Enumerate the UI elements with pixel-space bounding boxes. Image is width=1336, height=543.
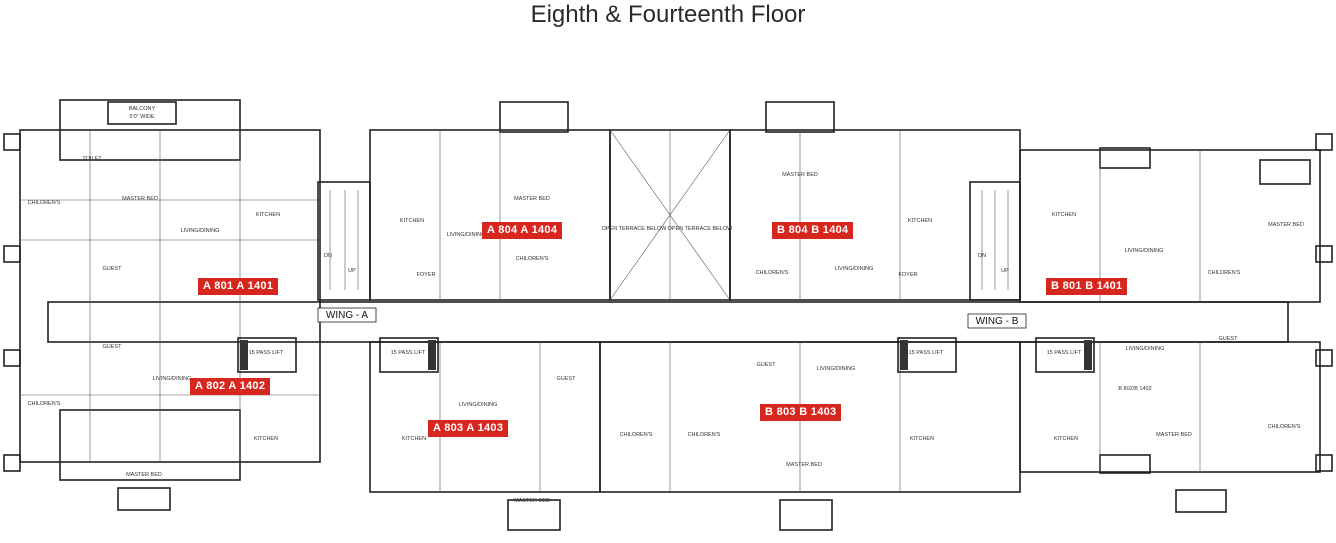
room-master-bed-a804: MASTER BED <box>514 196 550 202</box>
room-kitchen-b803: KITCHEN <box>910 436 934 442</box>
room-lift-3: 15 PASS LIFT <box>909 350 944 356</box>
wing-a-west-block <box>19 129 321 463</box>
stair-up-a: UP <box>348 268 356 274</box>
balcony-b804 <box>765 101 835 133</box>
room-lift-4: 15 PASS LIFT <box>1047 350 1082 356</box>
room-foyer-b804: FOYER <box>899 272 918 278</box>
room-living-b802: LIVING/DINING <box>1126 346 1165 352</box>
room-master-bed-b802: MASTER BED <box>1156 432 1192 438</box>
wing-a-north-central <box>369 129 611 301</box>
room-living-a804: LIVING/DINING <box>447 232 486 238</box>
wing-a-label: WING - A <box>326 310 369 321</box>
room-guest-a801: GUEST <box>103 266 123 272</box>
room-master-bed-a801: MASTER BED <box>122 196 158 202</box>
room-master-bed-b804: MASTER BED <box>782 172 818 178</box>
unit-tag-b804: B 804 B 1404 <box>772 222 854 239</box>
stair-dn-a: DN <box>324 253 332 259</box>
side-unit-label: B 802/B 1402 <box>1118 386 1151 392</box>
unit-tag-a803: A 803 A 1403 <box>428 420 509 437</box>
room-children-b803: CHILDREN'S <box>688 432 721 438</box>
room-kitchen-b801: KITCHEN <box>1052 212 1076 218</box>
room-kitchen-b804: KITCHEN <box>908 218 932 224</box>
room-guest-b803: GUEST <box>757 362 777 368</box>
room-children-b802: CHILDREN'S <box>1268 424 1301 430</box>
room-balcony-width: 5'0" WIDE <box>129 114 154 120</box>
lift-3 <box>897 337 957 373</box>
balcony-a801 <box>107 101 177 125</box>
stair-dn-b: DN <box>978 253 986 259</box>
room-children-a802: CHILDREN'S <box>28 401 61 407</box>
room-master-bed-b801: MASTER BED <box>1268 222 1304 228</box>
wing-b-label: WING - B <box>976 316 1019 327</box>
room-guest-b802: GUEST <box>1219 336 1239 342</box>
room-children-a803: CHILDREN'S <box>620 432 653 438</box>
stair-wing-a <box>317 181 371 301</box>
room-open-terrace-1: OPEN TERRACE BELOW <box>602 226 667 232</box>
room-kitchen-a803: KITCHEN <box>402 436 426 442</box>
room-guest-a803: GUEST <box>557 376 577 382</box>
lift-2 <box>379 337 439 373</box>
room-guest-a802: GUEST <box>103 344 123 350</box>
room-kitchen-a802: KITCHEN <box>254 436 278 442</box>
room-children-a801: CHILDREN'S <box>28 200 61 206</box>
room-living-b804: LIVING/DINING <box>835 266 874 272</box>
room-open-terrace-2: OPEN TERRACE BELOW <box>668 226 733 232</box>
unit-tag-b801: B 801 B 1401 <box>1046 278 1128 295</box>
room-kitchen-a804: KITCHEN <box>400 218 424 224</box>
room-living-b803: LIVING/DINING <box>817 366 856 372</box>
room-master-bed-b803: MASTER BED <box>786 462 822 468</box>
wing-a-south-central <box>369 341 601 493</box>
room-living-b801: LIVING/DINING <box>1125 248 1164 254</box>
wing-b-east-south <box>1019 341 1321 473</box>
balcony-a802 <box>117 487 171 511</box>
room-master-bed-a802: MASTER BED <box>126 472 162 478</box>
lift-4 <box>1035 337 1095 373</box>
room-balcony: BALCONY <box>129 106 156 112</box>
unit-tag-a801: A 801 A 1401 <box>198 278 279 295</box>
room-master-bed-a803: MASTER BED <box>514 498 550 504</box>
room-children-b804: CHILDREN'S <box>756 270 789 276</box>
unit-tag-a804: A 804 A 1404 <box>482 222 563 239</box>
lift-1 <box>237 337 297 373</box>
room-lift-2: 15 PASS LIFT <box>391 350 426 356</box>
room-foyer-a804: FOYER <box>417 272 436 278</box>
room-lift-1: 15 PASS LIFT <box>249 350 284 356</box>
room-kitchen-b802: KITCHEN <box>1054 436 1078 442</box>
room-children-a804: CHILDREN'S <box>516 256 549 262</box>
room-kitchen-a801: KITCHEN <box>256 212 280 218</box>
unit-tag-b803: B 803 B 1403 <box>760 404 842 421</box>
room-living-a801: LIVING/DINING <box>181 228 220 234</box>
floor-title: Eighth & Fourteenth Floor <box>530 1 806 28</box>
room-living-a802: LIVING/DINING <box>153 376 192 382</box>
stair-up-b: UP <box>1001 268 1009 274</box>
room-living-a803: LIVING/DINING <box>459 402 498 408</box>
central-corridor <box>47 301 1289 343</box>
balcony-a803 <box>507 499 561 531</box>
room-children-b801: CHILDREN'S <box>1208 270 1241 276</box>
balcony-b803 <box>779 499 833 531</box>
room-toilet-a801: TOILET <box>82 156 102 162</box>
wing-b-east-north <box>1019 149 1321 303</box>
balcony-a804 <box>499 101 569 133</box>
unit-tag-a802: A 802 A 1402 <box>190 378 271 395</box>
